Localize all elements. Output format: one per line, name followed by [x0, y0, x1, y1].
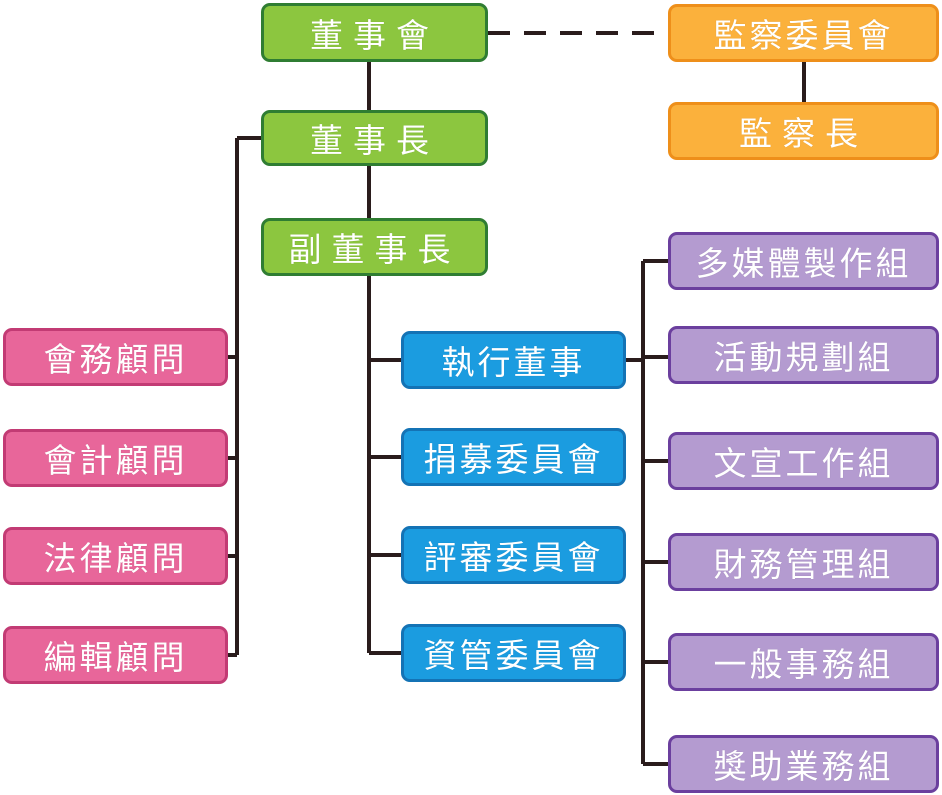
working-group-node: 一般事務組 [668, 633, 939, 691]
vice-chairman-node: 副董事長 [261, 218, 488, 276]
working-group-node: 活動規劃組 [668, 326, 939, 384]
advisor-node: 會務顧問 [3, 328, 228, 386]
chairman-node: 董事長 [261, 110, 488, 166]
working-group-node: 多媒體製作組 [668, 232, 939, 290]
executive-director-node: 執行董事 [401, 331, 626, 389]
committee-node: 捐募委員會 [401, 428, 626, 486]
working-group-node: 財務管理組 [668, 533, 939, 591]
supervisory-committee-node: 監察委員會 [668, 4, 939, 62]
working-group-node: 文宣工作組 [668, 432, 939, 490]
advisor-node: 編輯顧問 [3, 626, 228, 684]
committee-node: 評審委員會 [401, 526, 626, 584]
working-group-node: 獎助業務組 [668, 735, 939, 793]
board-node: 董事會 [261, 3, 488, 62]
supervisor-node: 監察長 [668, 102, 939, 160]
committee-node: 資管委員會 [401, 624, 626, 682]
advisor-node: 會計顧問 [3, 429, 228, 487]
advisor-node: 法律顧問 [3, 527, 228, 585]
